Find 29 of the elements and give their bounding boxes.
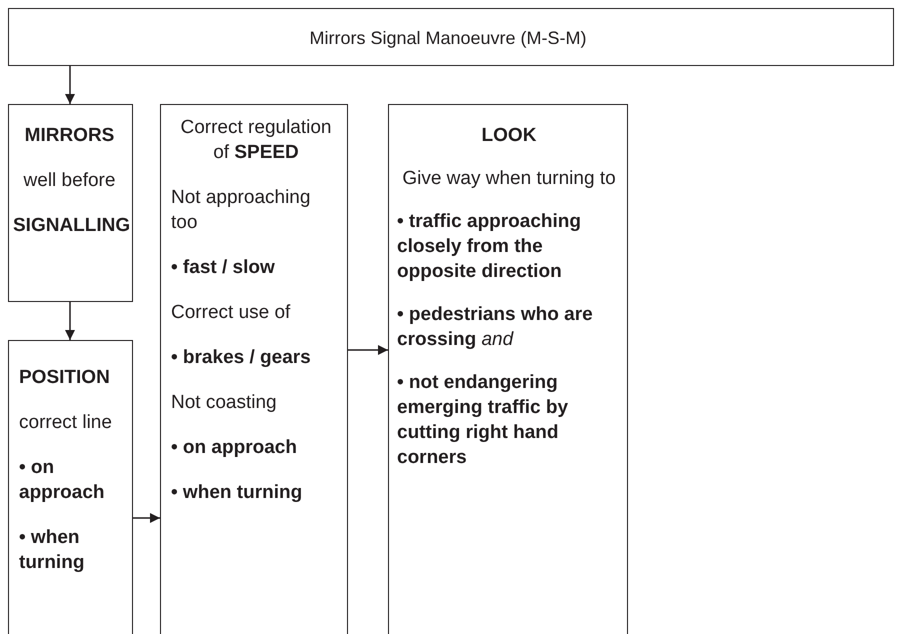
body-text: Not approaching too (171, 186, 312, 235)
heading-text: • when turning (19, 526, 86, 575)
body-text: Correct use of (171, 301, 292, 325)
body-text: • pedestrians who are crossing and (397, 303, 594, 352)
body-text: correct line (19, 411, 112, 435)
arrow (65, 66, 75, 104)
arrow (65, 302, 75, 340)
process-box (388, 104, 628, 634)
heading-text: • fast / slow (171, 256, 276, 280)
arrow (133, 513, 160, 523)
body-text: Not coasting (171, 391, 278, 415)
body-text: well before (22, 169, 116, 193)
heading-text: LOOK (480, 124, 538, 148)
arrow (348, 345, 388, 355)
body-text: Give way when turning to (401, 167, 617, 191)
process-box (8, 104, 133, 302)
heading-text: • on approach (171, 436, 298, 460)
process-box (160, 104, 348, 634)
process-box (8, 340, 133, 634)
heading-text: POSITION (19, 366, 110, 390)
heading-text: • traffic approaching closely from the opposite direction (397, 210, 582, 284)
heading-text: • brakes / gears (171, 346, 312, 370)
heading-text: • not endangering emerging traffic by cutting right hand corners (397, 371, 570, 470)
heading-text: • on approach (19, 456, 106, 505)
process-box (8, 8, 894, 66)
heading-text: • when turning (171, 481, 304, 505)
heading-text: MIRRORS (24, 124, 116, 148)
body-text: Correct regulation of SPEED (179, 116, 333, 165)
body-text: Mirrors Signal Manoeuvre (M-S-M) (308, 27, 588, 50)
